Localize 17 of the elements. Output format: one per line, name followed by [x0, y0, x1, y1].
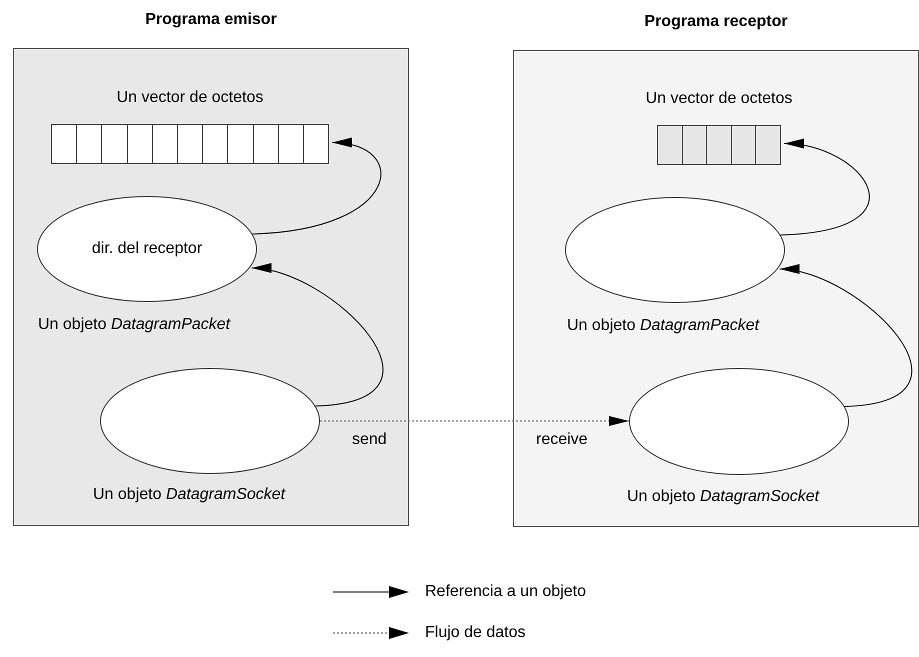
object-caption: Un objeto DatagramSocket [93, 485, 286, 505]
panel-title: Programa receptor [643, 12, 789, 32]
reference-arrow [779, 266, 912, 407]
reference-arrow [252, 139, 382, 234]
operation-label: receive [536, 430, 588, 450]
object-caption: Un objeto DatagramPacket [38, 315, 230, 335]
array-title: Un vector de octetos [646, 89, 792, 109]
object-caption: Un objeto DatagramPacket [567, 316, 760, 336]
data-flow-arrow [320, 416, 629, 426]
legend-text: Referencia a un objeto [425, 582, 586, 602]
reference-arrow [780, 140, 870, 236]
operation-label: send [352, 430, 387, 450]
object-caption: Un objeto DatagramSocket [627, 487, 820, 507]
panel-title: Programa emisor [144, 10, 278, 30]
reference-arrow [251, 266, 384, 406]
array-title: Un vector de octetos [116, 88, 264, 108]
legend-text: Flujo de datos [425, 623, 526, 643]
